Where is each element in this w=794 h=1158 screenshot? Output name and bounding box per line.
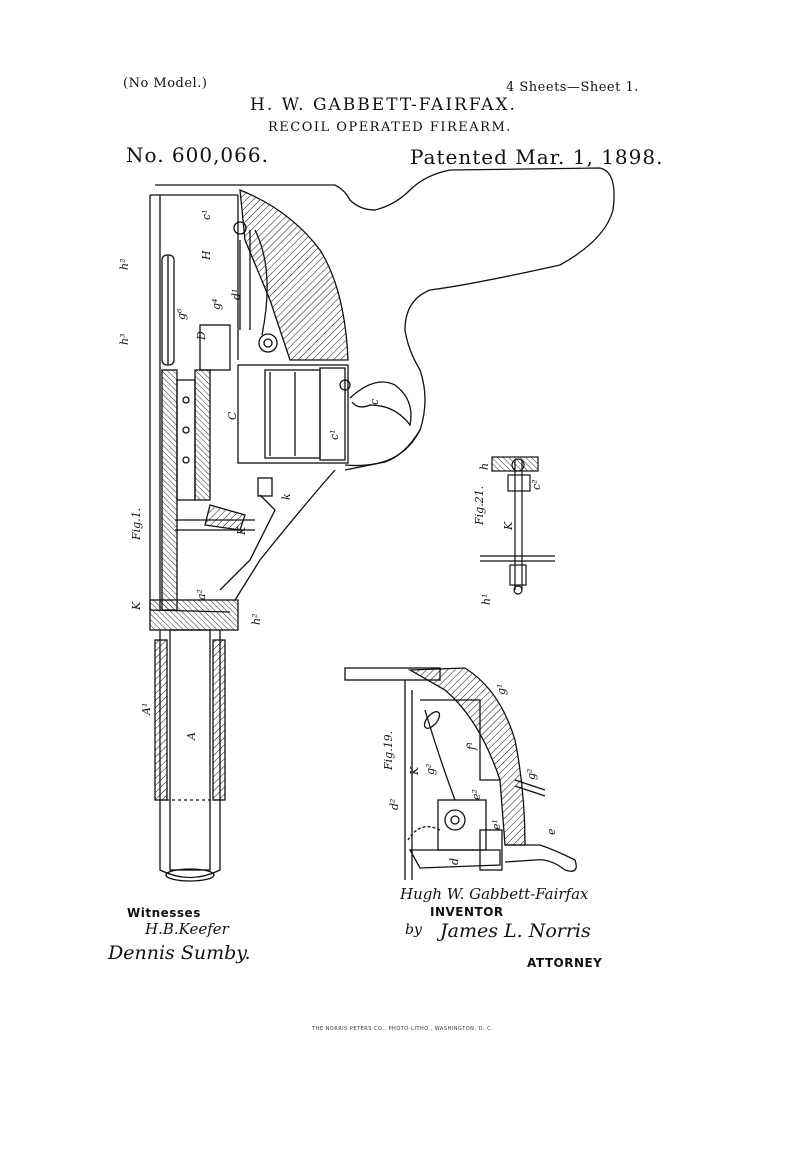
fig21-reference-letters: h c² K h¹ bbox=[478, 463, 543, 605]
svg-text:K: K bbox=[235, 526, 248, 536]
svg-text:K: K bbox=[408, 766, 421, 776]
svg-text:h³: h³ bbox=[118, 334, 131, 346]
svg-text:c¹: c¹ bbox=[200, 209, 213, 220]
svg-text:c: c bbox=[368, 399, 381, 405]
svg-text:g⁶: g⁶ bbox=[175, 308, 188, 320]
svg-text:c²: c² bbox=[530, 479, 543, 490]
svg-text:e²: e² bbox=[470, 789, 483, 800]
svg-text:K: K bbox=[130, 601, 143, 611]
fig19-reference-letters: d² K g² f¹ g¹ g² e² e¹ d e bbox=[388, 684, 558, 865]
svg-text:C: C bbox=[226, 411, 239, 420]
fig1-drawing bbox=[149, 167, 615, 882]
attorney-label: ATTORNEY bbox=[527, 956, 603, 970]
svg-text:d: d bbox=[448, 858, 461, 865]
svg-text:h: h bbox=[478, 463, 491, 470]
svg-text:g²: g² bbox=[525, 769, 538, 780]
svg-text:d¹: d¹ bbox=[230, 289, 243, 300]
printer-credit: THE NORRIS PETERS CO., PHOTO-LITHO., WAS… bbox=[312, 1026, 494, 1032]
sheet-number: 4 Sheets—Sheet 1. bbox=[506, 80, 639, 95]
fig1-label: Fig.1. bbox=[130, 508, 143, 541]
svg-text:f¹: f¹ bbox=[465, 742, 478, 751]
fig21-drawing bbox=[480, 456, 555, 595]
fig19-label: Fig.19. bbox=[382, 731, 395, 771]
svg-text:g⁴: g⁴ bbox=[210, 299, 223, 310]
svg-text:K: K bbox=[502, 521, 515, 531]
patent-number: No. 600,066. bbox=[126, 143, 269, 167]
svg-text:H: H bbox=[200, 250, 213, 261]
svg-text:h²: h² bbox=[250, 614, 263, 626]
fig21-label: Fig.21. bbox=[473, 486, 486, 526]
patent-title: RECOIL OPERATED FIREARM. bbox=[268, 120, 512, 135]
witness-signature-1: H.B.Keefer bbox=[145, 920, 229, 938]
inventor-name: H. W. GABBETT-FAIRFAX. bbox=[250, 95, 517, 115]
svg-text:e: e bbox=[545, 828, 558, 835]
fig1-reference-letters: h² h³ g⁶ D H c¹ g⁴ d¹ C c¹ c k K K A¹ A … bbox=[118, 209, 381, 741]
svg-text:D: D bbox=[195, 331, 208, 341]
svg-text:g¹: g¹ bbox=[495, 684, 508, 695]
witness-signature-2: Dennis Sumby. bbox=[108, 942, 251, 964]
inventor-signature: Hugh W. Gabbett-Fairfax bbox=[400, 885, 589, 903]
svg-text:h¹: h¹ bbox=[480, 594, 493, 606]
svg-text:d²: d² bbox=[388, 799, 401, 810]
attorney-by: by bbox=[405, 922, 422, 938]
svg-text:e¹: e¹ bbox=[490, 819, 503, 830]
model-note: (No Model.) bbox=[123, 76, 208, 91]
svg-text:A¹: A¹ bbox=[140, 703, 153, 716]
inventor-label: INVENTOR bbox=[430, 905, 504, 919]
svg-text:h²: h² bbox=[118, 259, 131, 271]
svg-text:a²: a² bbox=[195, 589, 208, 600]
fig19-drawing bbox=[344, 667, 577, 880]
patent-date: Patented Mar. 1, 1898. bbox=[410, 145, 664, 169]
attorney-signature: James L. Norris bbox=[440, 920, 591, 942]
svg-text:k: k bbox=[280, 493, 293, 500]
svg-text:g²: g² bbox=[424, 764, 437, 775]
svg-text:c¹: c¹ bbox=[328, 429, 341, 440]
witnesses-label: Witnesses bbox=[127, 906, 201, 920]
svg-text:A: A bbox=[185, 732, 198, 741]
